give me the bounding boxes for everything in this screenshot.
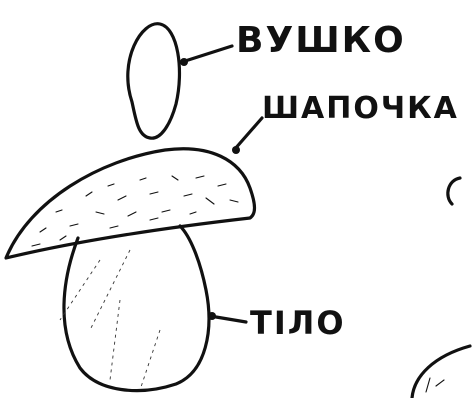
ear-leader [182, 46, 232, 62]
cap-shape [6, 149, 255, 258]
ear-leader-dot [180, 58, 188, 66]
fragment-bottom-inner [426, 378, 444, 392]
cap-leader-dot [232, 146, 240, 154]
ear-shape [128, 24, 180, 138]
body-leader-dot [208, 312, 216, 320]
label-cap: ШАПОЧКА [262, 91, 459, 126]
label-ear: ВУШКО [236, 20, 406, 61]
fragment-c [448, 178, 460, 204]
cap-speckles [32, 176, 238, 246]
cap-leader [234, 118, 262, 150]
label-body: ТІЛО [250, 304, 346, 342]
body-hatching [60, 250, 160, 390]
body-shape [64, 226, 209, 391]
fragment-bottom [412, 346, 470, 398]
